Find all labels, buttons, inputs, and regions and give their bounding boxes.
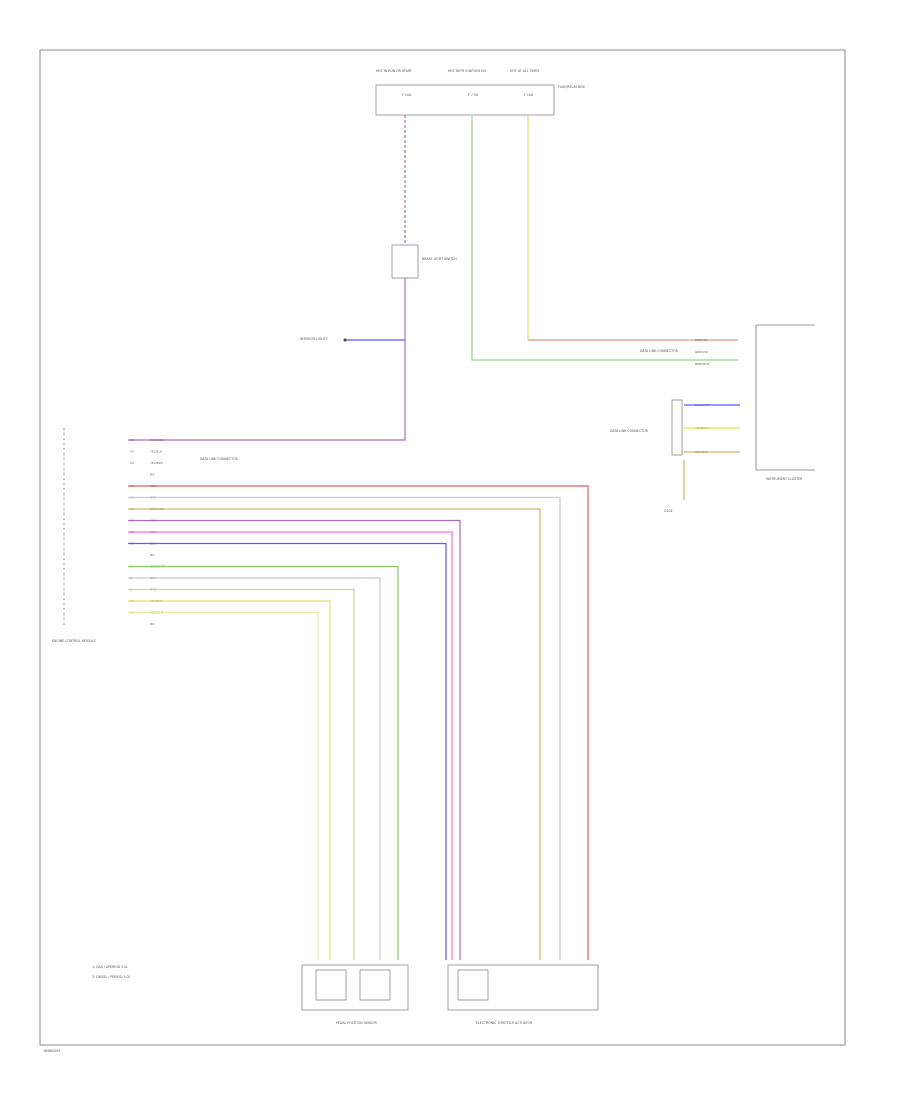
fuse-3-sub: F 10A [524,93,534,97]
brake-light-switch: BRAKE LIGHT SWITCH [391,244,457,279]
harness-wire [128,600,331,960]
wire-fuse3 [527,115,738,341]
right-pin-color: RED/YEL [695,338,708,342]
left-pin-color: B/C [150,553,155,557]
left-pin-color: VIO/ORN [150,438,163,442]
engine-control-module: ENGINE CONTROL MODULE DATA LINK CONNECTO… [52,428,239,643]
harness-wire [128,565,399,960]
relay-label: BRAKE LIGHT SWITCH [422,257,457,261]
harness-wire [128,519,461,960]
left-pin-number: 42 [130,438,134,442]
fuse-2-sub: F 7.5A [468,93,479,97]
right-module-label: INSTRUMENT CLUSTER [766,477,803,481]
left-pin-number: 43 [130,450,134,454]
pedal-position-sensor: PEDAL POSITION SENSOR [301,964,409,1025]
harness-wire [128,531,453,960]
harness-wire [128,577,381,960]
fuse-3-label: HOT AT ALL TIMES [510,69,539,73]
harness-wire [128,496,561,960]
left-module-side-note: DATA LINK CONNECTOR [200,457,239,461]
instrument-cluster: INSTRUMENT CLUSTER DATA LINK CONNECTOR D… [610,324,815,513]
left-pin-color: B/C [150,473,155,477]
left-pin-color: B/C [150,622,155,626]
electronic-throttle-actuator: ELECTRONIC THROTTLE ACTUATOR [447,964,599,1025]
left-pin-color: YEL/BRN [150,461,163,465]
left-module-label: ENGINE CONTROL MODULE [52,639,96,643]
fuse-2-label: HOT WITH IGNITION ON [448,69,486,73]
bottom-left-label: PEDAL POSITION SENSOR [336,1021,377,1025]
diagram-frame [39,49,846,1046]
harness-wire [128,611,319,960]
right-module-ground: G102 [664,509,673,513]
wire-fuse1-lower [128,278,406,441]
interior-lights: INTERIOR LIGHTS [300,337,405,342]
right-pin-color: GRN/VIO [695,350,709,354]
wire-fuse2 [471,115,738,361]
bottom-right-label: ELECTRONIC THROTTLE ACTUATOR [476,1021,533,1025]
harness-wire [128,588,355,960]
left-pin-color: YEL/BLK [150,450,163,454]
fuse-box-label: FUSE/RELAY BOX [558,85,586,89]
right-module-dlc-1: DATA LINK CONNECTOR [640,349,679,353]
note-2: 2: DIESEL / PERIOD 3.0L [92,975,131,979]
fuse-box: HOT IN RUN OR START HOT WITH IGNITION ON… [375,69,586,116]
right-module-dlc-2: DATA LINK CONNECTOR [610,429,649,433]
footer-code: BMW0003 [44,1049,60,1053]
harness-wire [128,485,589,960]
harness-wire [128,542,447,960]
fuse-1-sub: F 10A [402,93,412,97]
left-pin-number: 44 [130,461,134,465]
fuse-1-label: HOT IN RUN OR START [376,69,412,73]
ground-label: INTERIOR LIGHTS [300,337,328,341]
note-1: 1: GAS / APERIOD 3.0L [92,965,128,969]
harness-wire [128,508,541,960]
right-pin-color: BRN/WHT [695,362,710,366]
